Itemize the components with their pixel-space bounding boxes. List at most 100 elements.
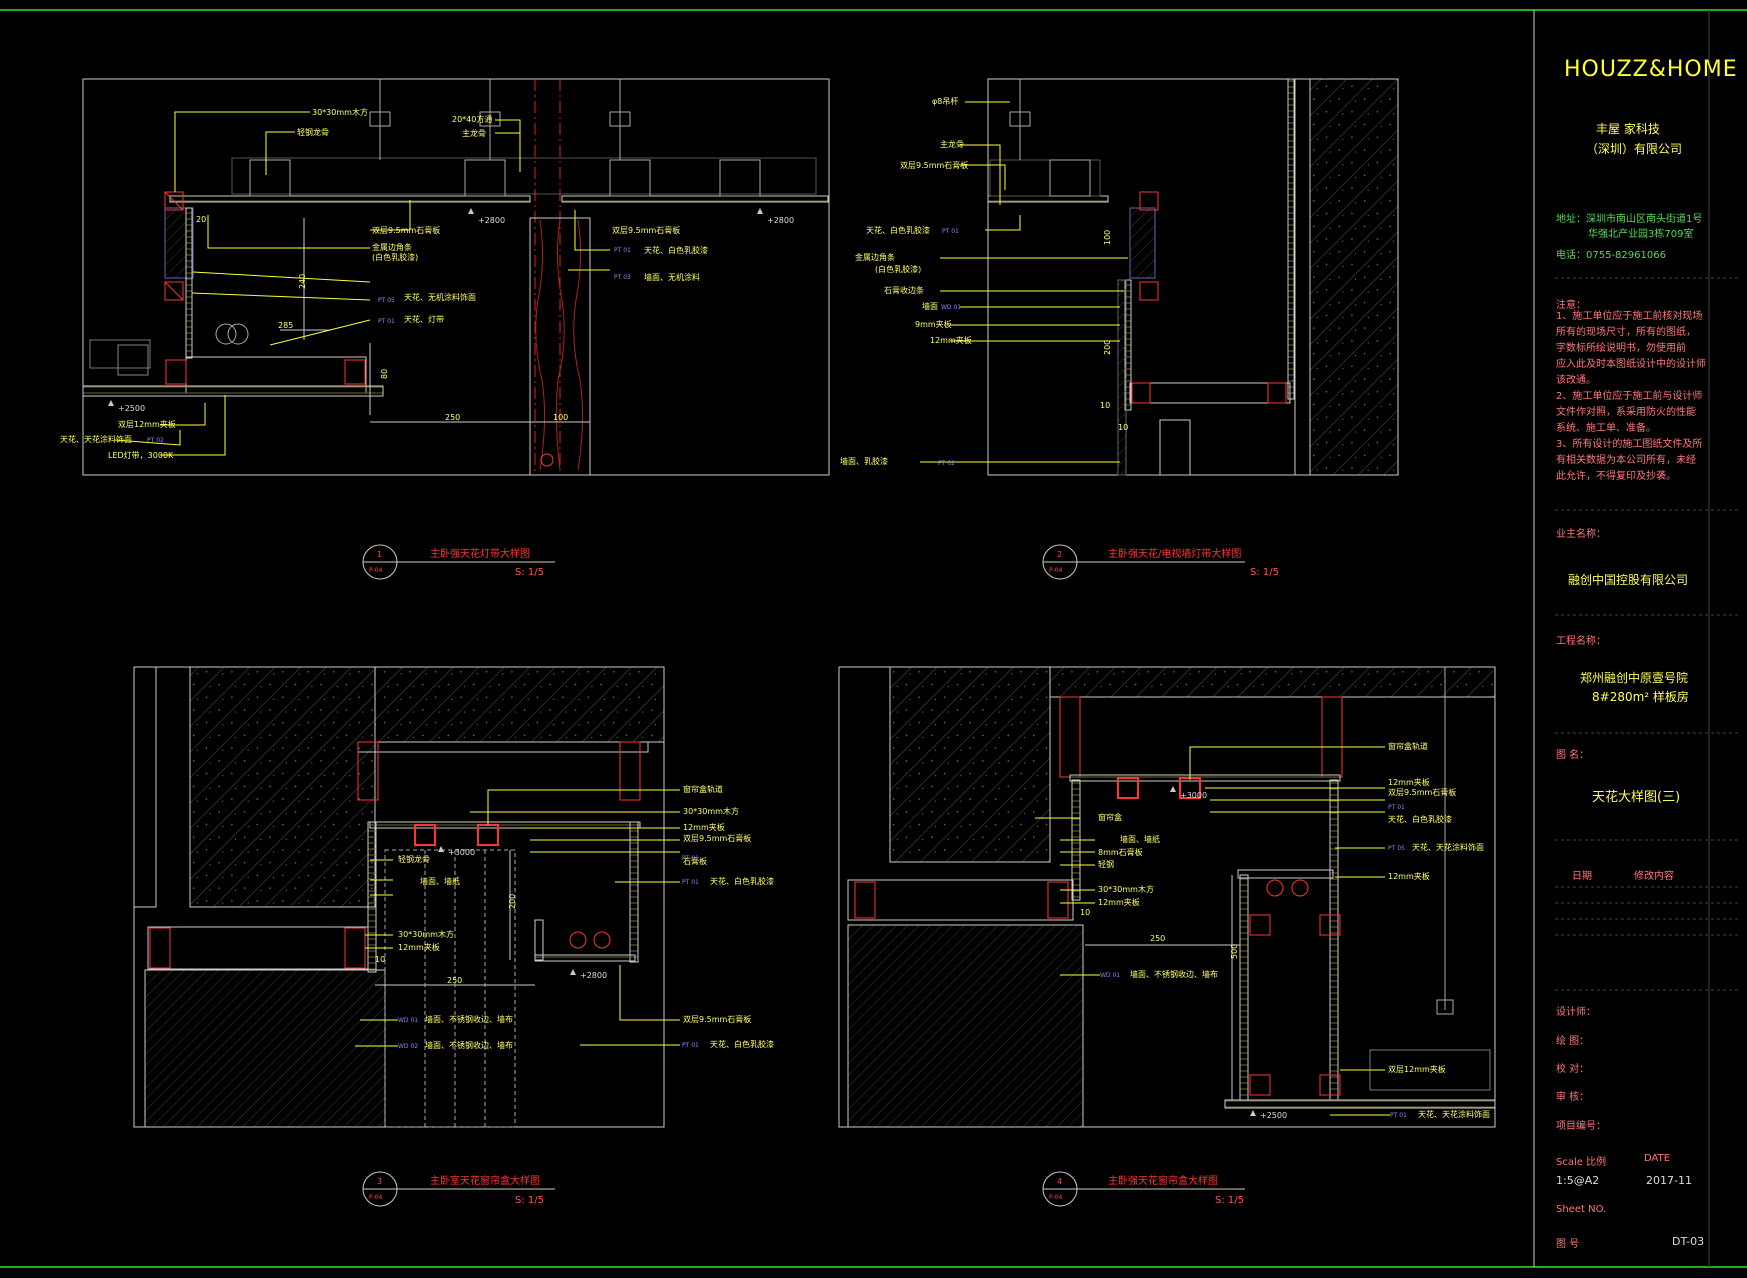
note-line: 所有的现场尺寸，所有的图纸， (1556, 327, 1696, 338)
sheet-no-label: 图 号 (1556, 1239, 1580, 1250)
d2-dim: 200 (1103, 340, 1112, 355)
d3-label: 墙面、不锈钢收边、墙布 (425, 1014, 513, 1024)
d2-label: 金属边角条 (855, 252, 895, 262)
d1-tag: PT 03 (614, 274, 631, 281)
d1-elev: +2500 (118, 404, 145, 413)
scale-label: Scale 比例 (1556, 1157, 1607, 1168)
scale-value: 1:5@A2 (1556, 1174, 1600, 1187)
company-name: 丰屋 家科技 (1596, 122, 1660, 136)
reviewer-label: 审 核： (1556, 1092, 1590, 1103)
d2-label: 天花、白色乳胶漆 (866, 225, 930, 235)
d1-tag: PT 01 (614, 247, 631, 254)
revision-content-label: 修改内容 (1634, 871, 1674, 882)
detail-1-tags: PT 01 PT 03 PT 05 PT 01 PT 02 (147, 247, 631, 444)
owner-label: 业主名称： (1556, 529, 1606, 540)
d4-dim: 500 (1230, 944, 1239, 959)
d2-dim: 10 (1100, 401, 1110, 410)
d1-label: 双层9.5mm石膏板 (372, 225, 440, 235)
detail-number: 1 (377, 550, 382, 559)
d4-tag: WD 01 (1100, 972, 1120, 979)
d1-label: 双层9.5mm石膏板 (612, 225, 680, 235)
d3-dim: 10 (375, 955, 385, 964)
d1-label: 天花、天花涂料饰面 (60, 434, 132, 444)
detail-scale: S: 1/5 (515, 567, 544, 578)
d3-tag: WD 02 (398, 1043, 418, 1050)
sheet-label: Sheet NO. (1556, 1204, 1607, 1215)
d1-tag: PT 05 (378, 297, 395, 304)
phone: 电话：0755-82961066 (1556, 250, 1666, 261)
note-line: 1、施工单位应于施工前核对现场 (1556, 311, 1703, 322)
note-line: 此允许，不得复印及抄袭。 (1556, 471, 1676, 482)
project-no-label: 项目编号： (1556, 1121, 1606, 1132)
d4-label: 窗帘盒 (1098, 812, 1122, 822)
drafter-label: 绘 图： (1556, 1036, 1590, 1047)
d4-tag: PT 01 (1390, 1112, 1407, 1119)
note-line: 3、所有设计的施工图纸文件及所 (1556, 439, 1703, 450)
d3-dim: 200 (508, 894, 517, 909)
d4-label: 天花、天花涂料饰面 (1418, 1109, 1490, 1119)
d3-elev: +3000 (448, 848, 475, 857)
d4-label: 天花、白色乳胶漆 (1388, 814, 1452, 824)
address: 地址：深圳市南山区南头街道1号 (1556, 214, 1703, 225)
detail-2-section (920, 78, 1399, 476)
d2-label: 主龙骨 (940, 139, 964, 149)
d2-tag: PT 01 (942, 228, 959, 235)
d1-tag: PT 01 (378, 318, 395, 325)
d4-label: 12mm夹板 (1098, 897, 1140, 907)
d1-dim: 240 (298, 274, 307, 289)
note-line: 字数标所绘说明书，勿使用前 (1556, 343, 1686, 354)
d4-tag: PT 01 (1388, 804, 1405, 811)
company-name-line2: （深圳）有限公司 (1586, 142, 1683, 156)
detail-ref: P-04 (1049, 567, 1062, 574)
d1-label: 双层12mm夹板 (118, 419, 176, 429)
detail-ref: P-04 (369, 1194, 382, 1201)
d2-label: 墙面 (922, 301, 938, 311)
d3-label: 30*30mm木方 (683, 806, 739, 816)
note-line: 应入此及时本图纸设计中的设计师 (1556, 359, 1706, 370)
d3-tag: PT 01 (682, 1042, 699, 1049)
d4-label: 12mm夹板 (1388, 777, 1430, 787)
d1-dim: 285 (278, 321, 293, 330)
d2-tag: PT 02 (938, 460, 955, 467)
d1-dim: 100 (553, 413, 568, 422)
d2-label: 双层9.5mm石膏板 (900, 160, 968, 170)
d2-label: 墙面、乳胶漆 (840, 456, 888, 466)
detail-4-labels: 窗帘盒轨道 12mm夹板 双层9.5mm石膏板 天花、白色乳胶漆 天花、天花涂料… (1080, 741, 1490, 1120)
d1-label: 墙面、无机涂料 (644, 272, 700, 282)
d1-elev: +2800 (478, 216, 505, 225)
d1-label: (白色乳胶漆) (372, 252, 418, 262)
d1-label: 天花、白色乳胶漆 (644, 245, 708, 255)
address-line2: 华强北产业园3栋709室 (1588, 229, 1694, 240)
detail-4-tags: PT 01 PT 05 WD 01 PT 01 (1100, 804, 1407, 1119)
d1-label: 金属边角条 (372, 242, 412, 252)
project-line1: 郑州融创中原壹号院 (1580, 671, 1689, 685)
d2-dim: 10 (1118, 423, 1128, 432)
project-line2: 8#280m² 样板房 (1592, 690, 1689, 704)
d3-label: 墙面、墙纸 (420, 876, 460, 886)
d2-label: 石膏收边条 (884, 285, 924, 295)
detail-4-section (838, 666, 1496, 1128)
d4-dim: 10 (1080, 908, 1090, 917)
detail-3-section (133, 666, 680, 1128)
detail-2-tags: PT 01 WD 01 PT 02 (938, 228, 961, 467)
d4-label: 墙面、不锈钢收边、墙布 (1130, 969, 1218, 979)
detail-title: 主卧强天花窗帘盒大样图 (1108, 1174, 1218, 1187)
project-label: 工程名称： (1556, 636, 1606, 647)
brand-logo: HOUZZ&HOME (1564, 57, 1738, 82)
d1-label: 30*30mm木方 (312, 107, 368, 117)
d4-label: 窗帘盒轨道 (1388, 741, 1428, 751)
d3-tag: PT 01 (682, 855, 699, 862)
d4-label: 双层12mm夹板 (1388, 1064, 1446, 1074)
checker-label: 校 对： (1556, 1064, 1590, 1075)
sheet-frame (0, 9, 1747, 1268)
note-line: 系统、施工单、准备。 (1556, 423, 1656, 434)
d4-tag: PT 05 (1388, 845, 1405, 852)
d1-label: 天花、灯带 (404, 314, 444, 324)
designer-label: 设计师： (1556, 1007, 1596, 1018)
note-line: 该改通。 (1556, 375, 1596, 386)
d4-label: 8mm石膏板 (1098, 847, 1143, 857)
d2-dim: 100 (1103, 230, 1112, 245)
d4-label: 30*30mm木方 (1098, 884, 1154, 894)
callout-text: 1 P-04 主卧强天花灯带大样图 S: 1/5 2 P-04 主卧强天花/电视… (369, 547, 1279, 1206)
